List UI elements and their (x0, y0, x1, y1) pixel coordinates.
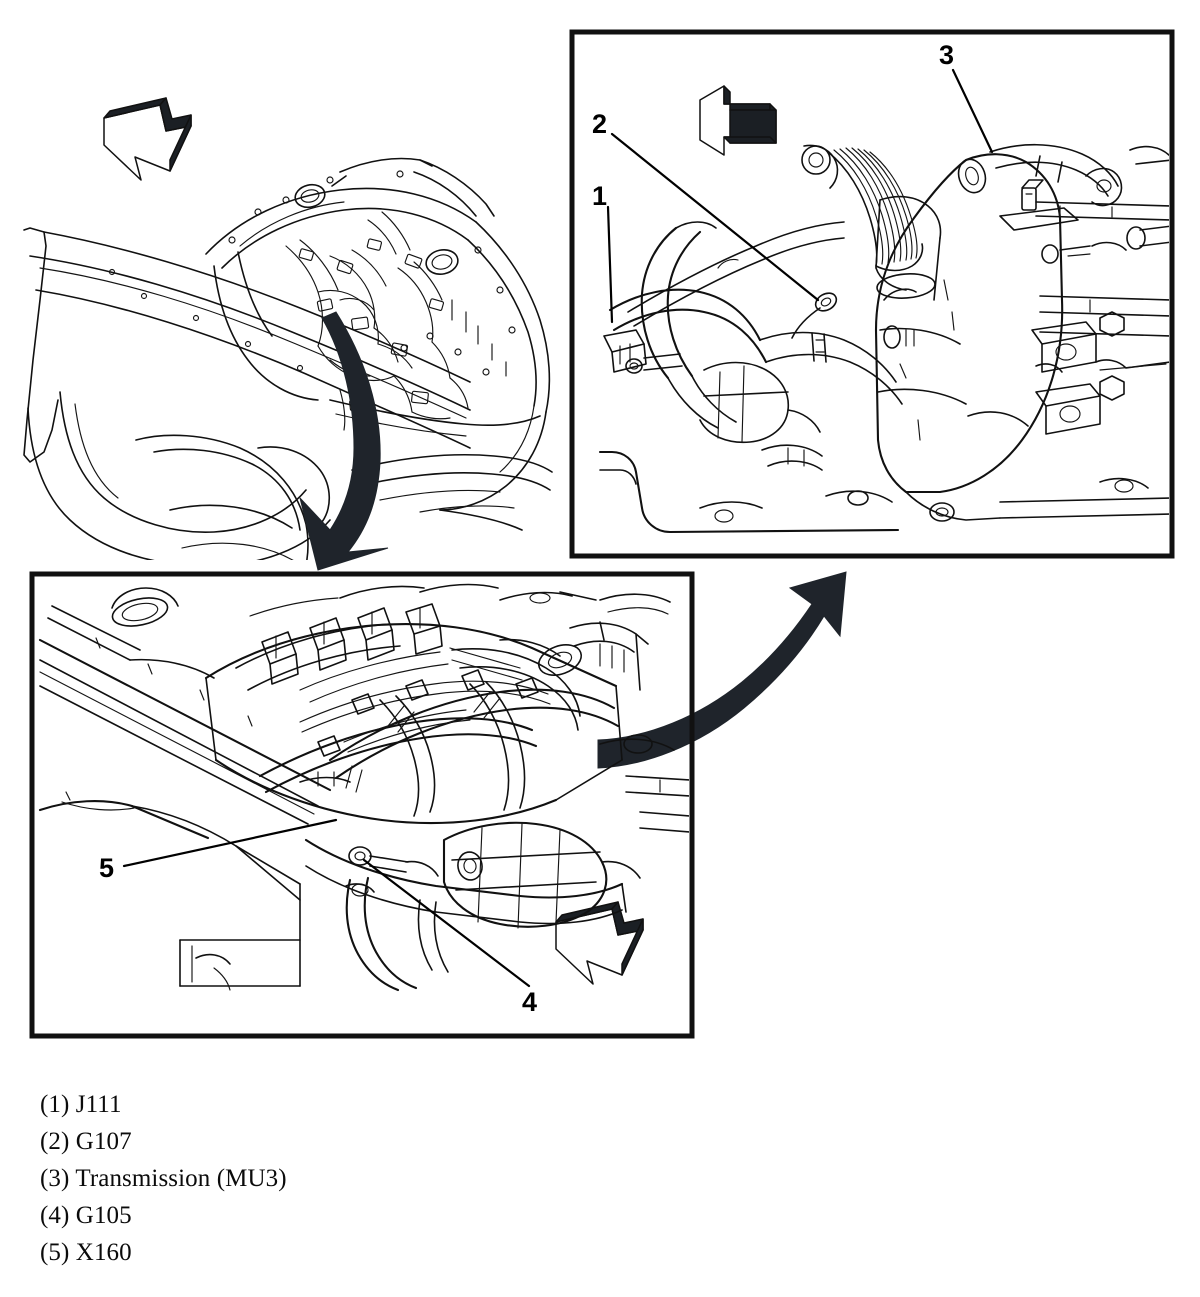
callout-number-2: 2 (592, 109, 608, 139)
view-direction-arrow-engine (555, 901, 644, 985)
callout-number-4: 4 (522, 987, 538, 1017)
view-direction-arrow-vehicle (103, 97, 192, 181)
legend: (1) J111 (2) G107 (3) Transmission (MU3)… (40, 1086, 680, 1271)
engine-detail-panel (29, 571, 695, 1039)
legend-item-1: (1) J111 (40, 1091, 122, 1118)
legend-item-3: (3) Transmission (MU3) (40, 1165, 287, 1192)
legend-item-4: (4) G105 (40, 1202, 132, 1229)
callout-leader-lines-engine (122, 818, 531, 988)
vehicle-front-end-illustration (23, 157, 553, 560)
detail-link-arrow-engine (299, 311, 389, 571)
transmission-detail-panel (569, 29, 1175, 559)
callout-number-5: 5 (99, 853, 115, 883)
callout-number-1: 1 (592, 181, 608, 211)
legend-item-5: (5) X160 (40, 1239, 132, 1266)
callout-leader-lines (606, 68, 994, 324)
legend-item-2: (2) G107 (40, 1128, 132, 1155)
callout-number-3: 3 (939, 40, 955, 70)
view-direction-arrow-transmission (699, 85, 777, 156)
